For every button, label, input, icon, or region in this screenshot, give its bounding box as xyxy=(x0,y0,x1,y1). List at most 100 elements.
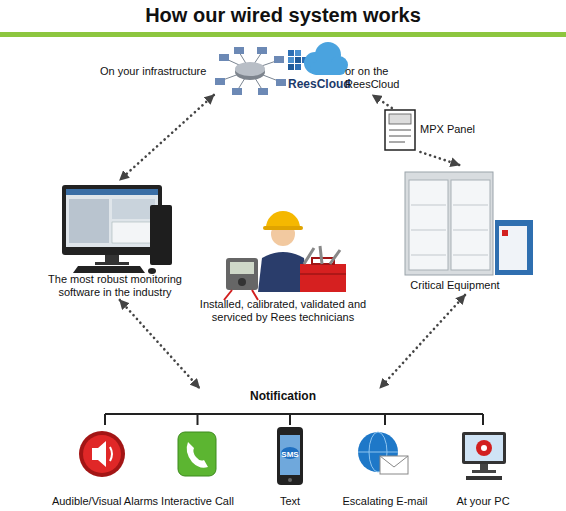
node-label: MPX Panel xyxy=(420,123,493,136)
equipment-icon xyxy=(502,230,508,236)
branch-line xyxy=(197,414,199,425)
technician-icon xyxy=(238,278,246,286)
cloud-logo xyxy=(288,64,294,70)
node-label: Text xyxy=(255,495,325,508)
node-label: The most robust monitoring software in t… xyxy=(35,273,195,299)
computer-icon xyxy=(73,266,145,273)
notification-channel: Interactive Call xyxy=(150,425,245,510)
node-label: Audible/Visual Alarms xyxy=(45,495,165,508)
network-icon xyxy=(276,79,286,86)
notification-node: Notification xyxy=(90,388,495,414)
panel-node: MPX Panel xyxy=(383,108,493,152)
branch-line xyxy=(384,414,386,425)
node-label: Installed, calibrated, validated and ser… xyxy=(193,298,373,324)
pc-icon xyxy=(472,470,496,473)
alarm-icon xyxy=(83,435,121,473)
panel-icon xyxy=(385,110,415,150)
dotted-arrow xyxy=(373,95,392,108)
email-icon xyxy=(380,456,408,467)
cloud-logo xyxy=(288,42,348,75)
network-icon xyxy=(215,78,225,85)
computer-icon xyxy=(105,255,119,263)
pc-icon xyxy=(466,476,502,480)
panel-icon xyxy=(385,110,415,150)
computer-icon xyxy=(62,185,172,274)
equipment-icon xyxy=(451,180,490,270)
branch-line xyxy=(289,414,291,425)
pc-icon xyxy=(465,435,503,461)
mobile-icon xyxy=(288,478,292,482)
equipment-icon xyxy=(409,180,448,270)
technician-icon xyxy=(266,211,300,228)
node-label: Interactive Call xyxy=(150,495,245,508)
node-label: ReesCloud xyxy=(288,78,352,91)
equipment-icon xyxy=(405,172,493,275)
network-icon xyxy=(258,88,268,95)
email-icon xyxy=(358,452,398,453)
network-icon xyxy=(274,56,284,63)
panel-icon xyxy=(389,130,411,131)
computer-icon xyxy=(66,189,158,195)
computer-icon xyxy=(62,185,162,255)
notification-channel: At your PC xyxy=(435,425,531,510)
pc-icon xyxy=(476,440,492,456)
branch-line xyxy=(104,414,106,425)
branch-line xyxy=(482,414,484,425)
computer-icon xyxy=(112,222,155,243)
computer-icon xyxy=(66,189,158,247)
technician-icon xyxy=(300,264,346,292)
network-icon xyxy=(234,47,244,54)
sms-badge: SMS xyxy=(255,448,325,461)
node-label: At your PC xyxy=(435,495,531,508)
network-icon xyxy=(257,47,267,54)
cloud-logo xyxy=(288,57,294,63)
equipment-icon xyxy=(499,226,527,270)
equipment-icon xyxy=(453,205,488,206)
notification-channel: SMS Text xyxy=(255,425,325,510)
cloud-logo xyxy=(295,64,301,70)
notification-channel: Audible/Visual Alarms xyxy=(45,425,165,510)
technician-icon xyxy=(263,226,303,230)
network-icon xyxy=(235,62,265,76)
computer-icon xyxy=(112,199,155,219)
call-icon xyxy=(178,432,216,476)
equipment-node: Critical Equipment xyxy=(395,165,535,295)
dotted-arrow xyxy=(120,300,200,388)
alarm-icon xyxy=(110,447,112,461)
computer-icon xyxy=(69,199,109,243)
alarm-icon xyxy=(79,431,125,477)
technician-icon xyxy=(304,246,340,264)
computer-icon xyxy=(150,205,172,265)
equipment-icon xyxy=(495,220,533,275)
node-label: On your infrastructure xyxy=(100,65,212,78)
equipment-icon xyxy=(405,172,533,275)
pc-icon xyxy=(481,445,487,451)
software-node: The most robust monitoring software in t… xyxy=(35,180,195,300)
panel-icon xyxy=(389,136,411,137)
equipment-icon xyxy=(453,255,488,256)
equipment-icon xyxy=(453,230,488,231)
network-icon xyxy=(215,47,286,95)
cloud-logo xyxy=(288,50,294,56)
technician-icon xyxy=(300,273,346,275)
notification-bus xyxy=(105,413,483,415)
equipment-icon xyxy=(411,255,446,256)
node-label: Escalating E-mail xyxy=(330,495,440,508)
equipment-icon xyxy=(411,205,446,206)
alarm-icon xyxy=(92,441,106,467)
dotted-arrow xyxy=(120,95,214,180)
pc-icon xyxy=(462,432,506,480)
pc-icon xyxy=(480,464,488,470)
cloud-logo xyxy=(295,57,301,63)
node-label: Notification xyxy=(90,390,476,403)
email-icon xyxy=(358,432,408,474)
title-rule xyxy=(0,32,566,37)
computer-icon xyxy=(95,262,129,265)
notification-channel: Escalating E-mail xyxy=(330,425,440,510)
technician-node: Installed, calibrated, validated and ser… xyxy=(193,205,373,330)
alarm-icon xyxy=(79,431,125,477)
call-icon xyxy=(178,432,216,476)
cloud-logo xyxy=(295,50,301,56)
